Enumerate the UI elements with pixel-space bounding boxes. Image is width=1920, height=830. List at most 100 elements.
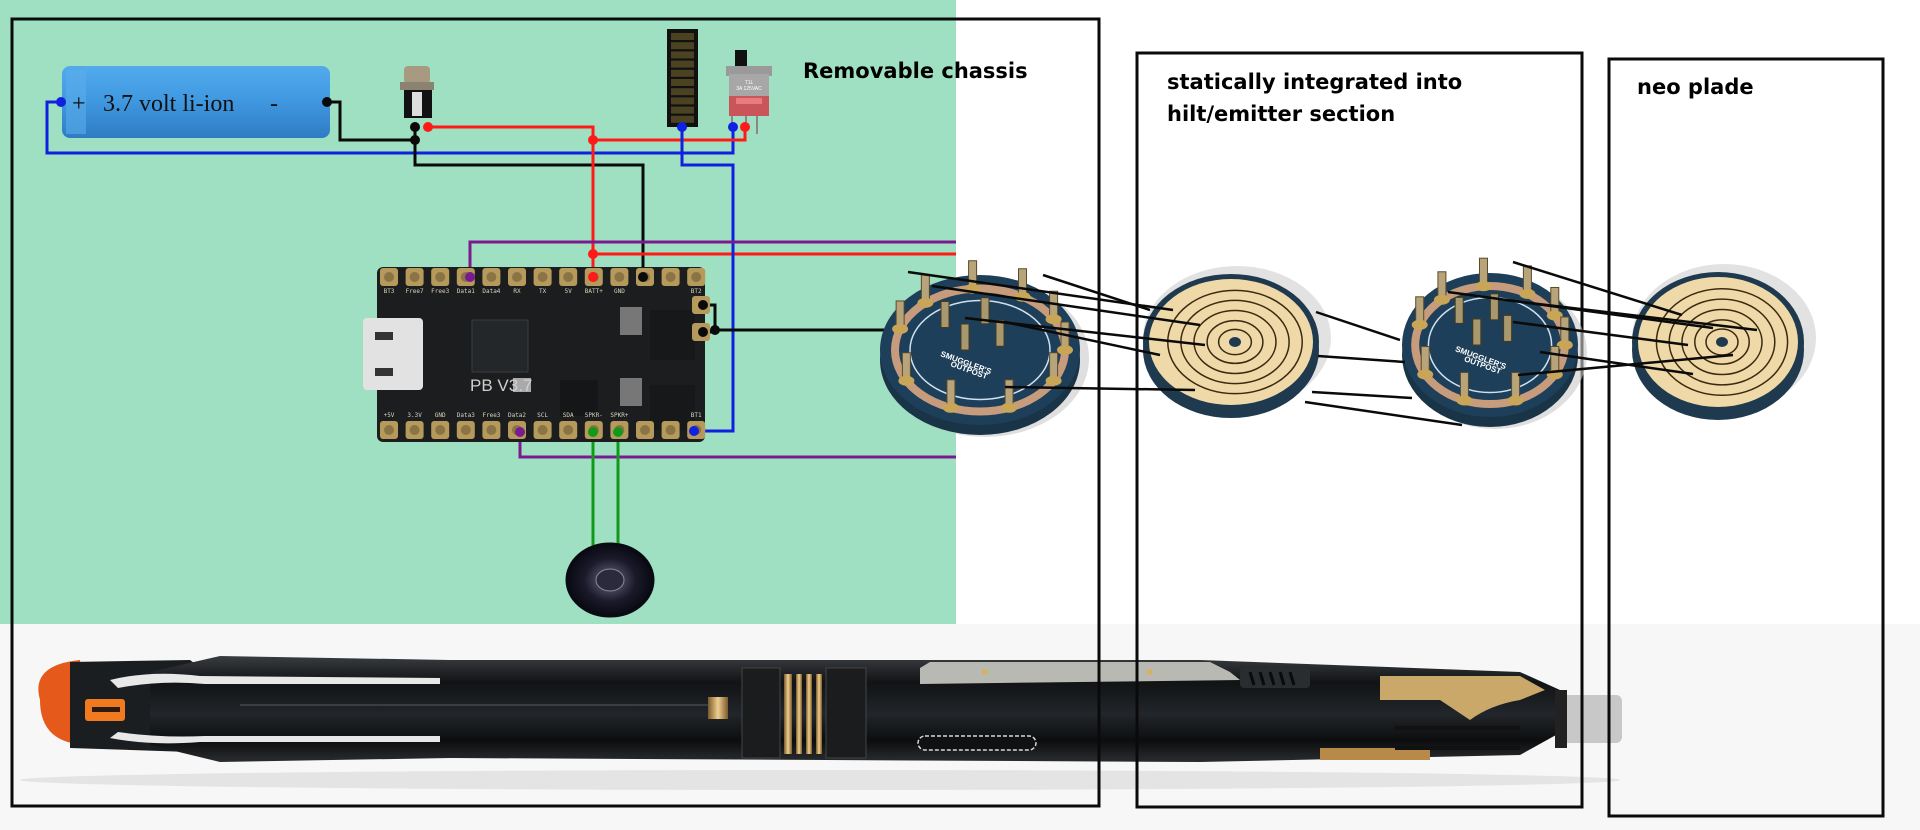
board-pad-hole (409, 272, 420, 282)
wire-junction-dot (410, 122, 420, 132)
switch-marking-2: 3A 125VAC (736, 86, 762, 92)
pin-label: TX (539, 288, 547, 295)
pogo-pin-base (1519, 288, 1536, 299)
pin-label: SPKR- (585, 412, 603, 419)
wire-data1 (468, 240, 956, 277)
board-pad-hole (512, 272, 522, 282)
pin-label: BT2 (691, 288, 702, 295)
control-plate (920, 662, 1240, 684)
board-pad-hole (409, 425, 420, 435)
pogo-pin-base (942, 402, 959, 413)
wire-junction-dot (613, 427, 623, 437)
board-pad-hole (435, 425, 446, 435)
switch-marking-1: T1L (745, 80, 754, 86)
pin-label: +5V (384, 412, 395, 419)
activation-switch (917, 735, 1037, 751)
wire-junction-dot (710, 325, 720, 335)
pogo-pin (980, 297, 990, 325)
battery-label: 3.7 volt li-ion (103, 91, 234, 117)
pogo-pin-base (1057, 345, 1073, 355)
wire-junction-dot (465, 272, 475, 282)
wire-junction-dot (689, 426, 699, 436)
wire-junction-dot (638, 272, 648, 282)
pin-label: SCL (537, 412, 548, 419)
board-pad-hole (614, 272, 625, 282)
contact-disc-neo-blade (1632, 264, 1816, 420)
wire-jack-power (428, 125, 595, 278)
pin-label: Data3 (457, 412, 475, 419)
pogo-pin-base (1045, 375, 1062, 386)
pin-label: SPKR+ (610, 412, 628, 419)
pogo-pin-base (1001, 402, 1018, 413)
usb-port (363, 318, 423, 390)
pin-label: Data2 (508, 412, 526, 419)
pin-label: BT3 (384, 288, 395, 295)
battery-minus-label: - (270, 91, 278, 117)
pin-label: Free3 (431, 288, 449, 295)
wire-junction-dot (728, 122, 738, 132)
wire-junction-dot (410, 135, 420, 145)
charge-port (708, 697, 728, 719)
bargraph-segment (671, 69, 694, 77)
board-pad-hole (563, 272, 574, 282)
wire-junction-dot (698, 327, 708, 337)
board-pad-hole (691, 272, 702, 282)
wire-battery-positive (45, 100, 735, 155)
contact-disc-static (1143, 266, 1331, 418)
pogo-pin-base (1556, 340, 1573, 350)
bargraph-segment (671, 60, 694, 68)
wire-junction-dot (322, 97, 332, 107)
pogo-pin (940, 301, 950, 328)
battery-bargraph (667, 29, 698, 127)
board-name: PB V3.7 (470, 376, 532, 395)
lightsaber-hilt (20, 656, 1622, 790)
disc-ring (1193, 309, 1277, 375)
board-pad-hole (435, 272, 446, 282)
wire-junction-dot (677, 122, 687, 132)
bargraph-segment (671, 88, 694, 96)
disc-center-pad (1229, 337, 1241, 347)
wire-junction-dot (698, 300, 708, 310)
wire-junction-dot (588, 272, 598, 282)
bargraph-segment (671, 115, 694, 123)
pogo-pin-base (1433, 294, 1450, 305)
bargraph-segment (671, 106, 694, 114)
pogo-pin (960, 323, 970, 351)
board-pad-hole (563, 425, 574, 435)
disc-ring (1217, 328, 1253, 356)
wire-junction-dot (588, 427, 598, 437)
battery: + 3.7 volt li-ion - (62, 66, 330, 138)
board-pad-hole (384, 272, 394, 282)
pogo-pin-base (1507, 395, 1524, 406)
wire-junction-dot (423, 122, 433, 132)
pin-label: RX (513, 288, 521, 295)
pogo-pin-base (917, 297, 934, 308)
board-pad-hole (665, 272, 676, 282)
board-pad-hole (460, 425, 471, 435)
pogo-pin-base (1475, 281, 1492, 292)
power-switch: T1L 3A 125VAC (726, 50, 772, 134)
pogo-pin-base (1045, 314, 1062, 325)
board-pad-hole (486, 425, 497, 435)
blade-socket (1560, 695, 1622, 743)
battery-plus-label: + (72, 91, 86, 117)
disc-ring (1694, 319, 1750, 365)
pogo-pin (995, 319, 1005, 347)
pogo-pin (1472, 318, 1482, 346)
section-title-removable-chassis: Removable chassis (803, 59, 1028, 83)
pin-label: GND (614, 288, 625, 295)
bargraph-segment (671, 33, 694, 40)
wire-junction-dot (588, 135, 598, 145)
disc-ring (1681, 308, 1763, 376)
wire-junction-dot (740, 122, 750, 132)
pogo-pin-base (892, 323, 909, 334)
wire-junction-dot (56, 97, 66, 107)
pin-label: GND (435, 412, 446, 419)
bargraph-segment (671, 42, 694, 50)
board-pad-hole (537, 272, 548, 282)
pin-label: 5V (565, 288, 573, 295)
pogo-pin-base (1456, 395, 1473, 406)
wire-ground-to-board (413, 140, 645, 278)
